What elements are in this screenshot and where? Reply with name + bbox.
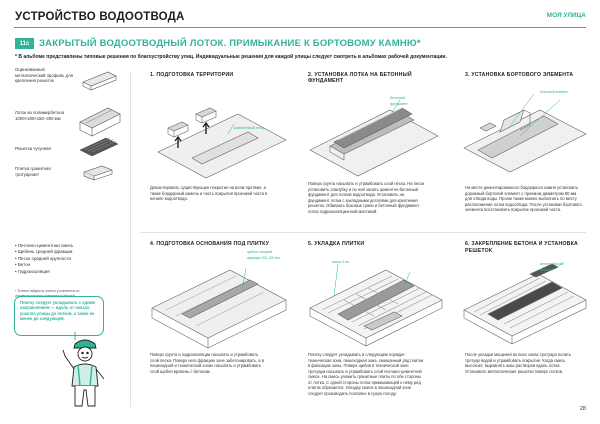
legend-illustrations (79, 71, 121, 181)
step-3-title: 3. УСТАНОВКА БОРТОВОГО ЭЛЕМЕНТА (465, 72, 574, 78)
tray-icon (79, 107, 121, 137)
material-item: • Песчано-цементная смесь (15, 243, 74, 248)
row-divider (140, 232, 586, 233)
step-6-callout: металлическая решетка (540, 262, 564, 272)
material-item: • Гидроизоляция (15, 268, 50, 274)
step-3-callout: бортовой элемент (540, 90, 569, 94)
grate-icon (79, 137, 119, 157)
material-item: • Песок средней крупности (15, 255, 72, 261)
page-number: 28 (579, 406, 586, 412)
step-4-title: 4. ПОДГОТОВКА ОСНОВАНИЯ ПОД ПЛИТКУ (150, 241, 270, 247)
step-2-description: Поверх грунта насыпать и утрамбовать сло… (308, 181, 425, 214)
step-4-callout: щебень средней фракции 150–200 мм (247, 250, 280, 260)
materials-list: • Песчано-цементная смесь • Щебень средн… (15, 243, 73, 275)
step-1-callout: разнесенный лоток (234, 126, 265, 130)
step-2-title: 2. УСТАНОВКА ЛОТКА НА БЕТОННЫЙ ФУНДАМЕНТ (308, 72, 412, 84)
step-3-illustration (463, 93, 587, 173)
section-tag: МОЯ УЛИЦА (546, 12, 586, 19)
step-6-illustration (463, 261, 587, 345)
legend-label-profile: Оцинкованный металлический профиль для к… (15, 67, 73, 84)
section-title: ЗАКРЫТЫЙ ВОДООТВОДНЫЙ ЛОТОК. ПРИМЫКАНИЕ … (39, 38, 421, 49)
page-title: УСТРОЙСТВО ВОДООТВОДА (15, 11, 185, 23)
step-5-description: Плитку следует укладывать в следующем по… (308, 352, 424, 396)
step-1-description: Демонтировать существующее покрытие на в… (150, 185, 268, 201)
column-divider (130, 72, 131, 407)
profile-icon (82, 71, 117, 91)
legend-label-grate: Решетка чугунная (15, 146, 51, 151)
callout-box (14, 296, 104, 336)
material-item: • Бетон (15, 262, 31, 268)
callout-text: Плитку следует укладывать с одним направ… (20, 300, 96, 322)
step-4-description: Поверх грунта и гидроизоляции насыпать и… (150, 352, 264, 374)
step-2-illustration (309, 99, 439, 177)
step-5-title: 5. УКЛАДКА ПЛИТКИ (308, 241, 365, 247)
step-5-callout: смесь 5 см (332, 260, 349, 264)
legend-label-tile: Плитка гранитная тротуарная¹ (15, 166, 51, 177)
worker-illustration (62, 332, 105, 407)
step-3-description: На месте демонтированного бордюрного кам… (465, 185, 582, 212)
step-5-illustration (309, 263, 443, 347)
tile-icon (83, 165, 113, 181)
step-4-illustration (151, 267, 287, 349)
step-1-title: 1. ПОДГОТОВКА ТЕРРИТОРИИ (150, 72, 234, 78)
section-note: * В альбоме представлены типовые решения… (15, 54, 447, 60)
step-2-callout: бетонный фундамент (390, 96, 408, 106)
step-6-description: После укладки мощения во всех зонах трот… (465, 352, 572, 374)
header-divider (14, 27, 586, 28)
section-badge: 11с (15, 38, 34, 49)
material-item: • Щебень средней фракции (15, 249, 73, 255)
legend-label-tray: Лоток из полимербетона 1000×180×150–300 … (15, 110, 65, 121)
step-6-title: 6. ЗАКРЕПЛЕНИЕ БЕТОНА И УСТАНОВКА РЕШЕТО… (465, 241, 578, 254)
step-1-illustration (157, 107, 287, 179)
